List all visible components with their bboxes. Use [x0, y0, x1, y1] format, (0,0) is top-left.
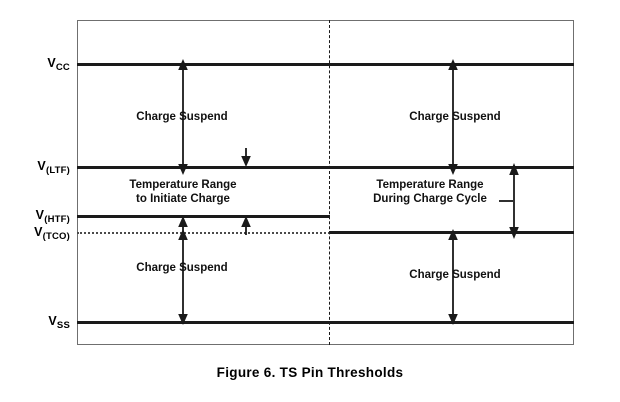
label-right-temperature-range: Temperature Range During Charge Cycle	[356, 178, 504, 206]
axis-label-vtco: V(TCO)	[8, 225, 70, 242]
threshold-line-vss	[77, 321, 574, 324]
axis-label-vtco-sub: (TCO)	[42, 230, 70, 242]
axis-label-vss-sub: SS	[56, 319, 70, 331]
threshold-line-vhtf	[77, 215, 330, 218]
label-left-temperature-range-line1: Temperature Range	[129, 179, 237, 191]
label-left-lower-charge-suspend: Charge Suspend	[136, 262, 228, 274]
label-right-lower-charge-suspend: Charge Suspend	[409, 269, 501, 281]
arrow-left-ltf-down-tick	[241, 148, 251, 167]
threshold-line-vcc	[77, 63, 574, 66]
label-right-temperature-range-line1: Temperature Range	[376, 179, 484, 191]
arrow-right-lower-charge-suspend	[448, 229, 458, 325]
axis-label-vcc-base: V	[47, 56, 56, 70]
arrow-right-upper-charge-suspend	[448, 59, 458, 175]
axis-label-vhtf: V(HTF)	[8, 208, 70, 225]
figure-caption: Figure 6. TS Pin Thresholds	[216, 365, 404, 380]
axis-label-vss: VSS	[8, 314, 70, 331]
arrow-left-upper-charge-suspend	[178, 59, 188, 175]
column-divider-dashed	[329, 20, 330, 345]
axis-label-vltf: V(LTF)	[8, 159, 70, 176]
label-left-temperature-range-line2: to Initiate Charge	[136, 193, 230, 205]
axis-label-vcc-sub: CC	[55, 61, 70, 73]
axis-label-vhtf-base: V	[35, 208, 45, 222]
threshold-line-vtco-dotted	[77, 232, 330, 234]
arrow-left-htf-up-tick	[241, 216, 251, 235]
arrow-left-lower-charge-suspend	[178, 229, 188, 325]
axis-label-vss-base: V	[48, 314, 57, 328]
label-left-upper-charge-suspend: Charge Suspend	[136, 111, 228, 123]
axis-label-vtco-base: V	[34, 225, 43, 239]
diagram-frame	[77, 20, 574, 345]
threshold-line-vltf	[77, 166, 574, 169]
arrow-right-temperature-range-bracket	[499, 163, 519, 239]
axis-label-vltf-sub: (LTF)	[45, 164, 70, 176]
label-right-upper-charge-suspend: Charge Suspend	[409, 111, 501, 123]
label-right-temperature-range-line2: During Charge Cycle	[373, 193, 487, 205]
label-left-temperature-range: Temperature Range to Initiate Charge	[113, 178, 253, 206]
axis-label-vltf-base: V	[37, 159, 46, 173]
axis-label-vcc: VCC	[8, 56, 70, 73]
axis-label-vhtf-sub: (HTF)	[44, 213, 70, 225]
